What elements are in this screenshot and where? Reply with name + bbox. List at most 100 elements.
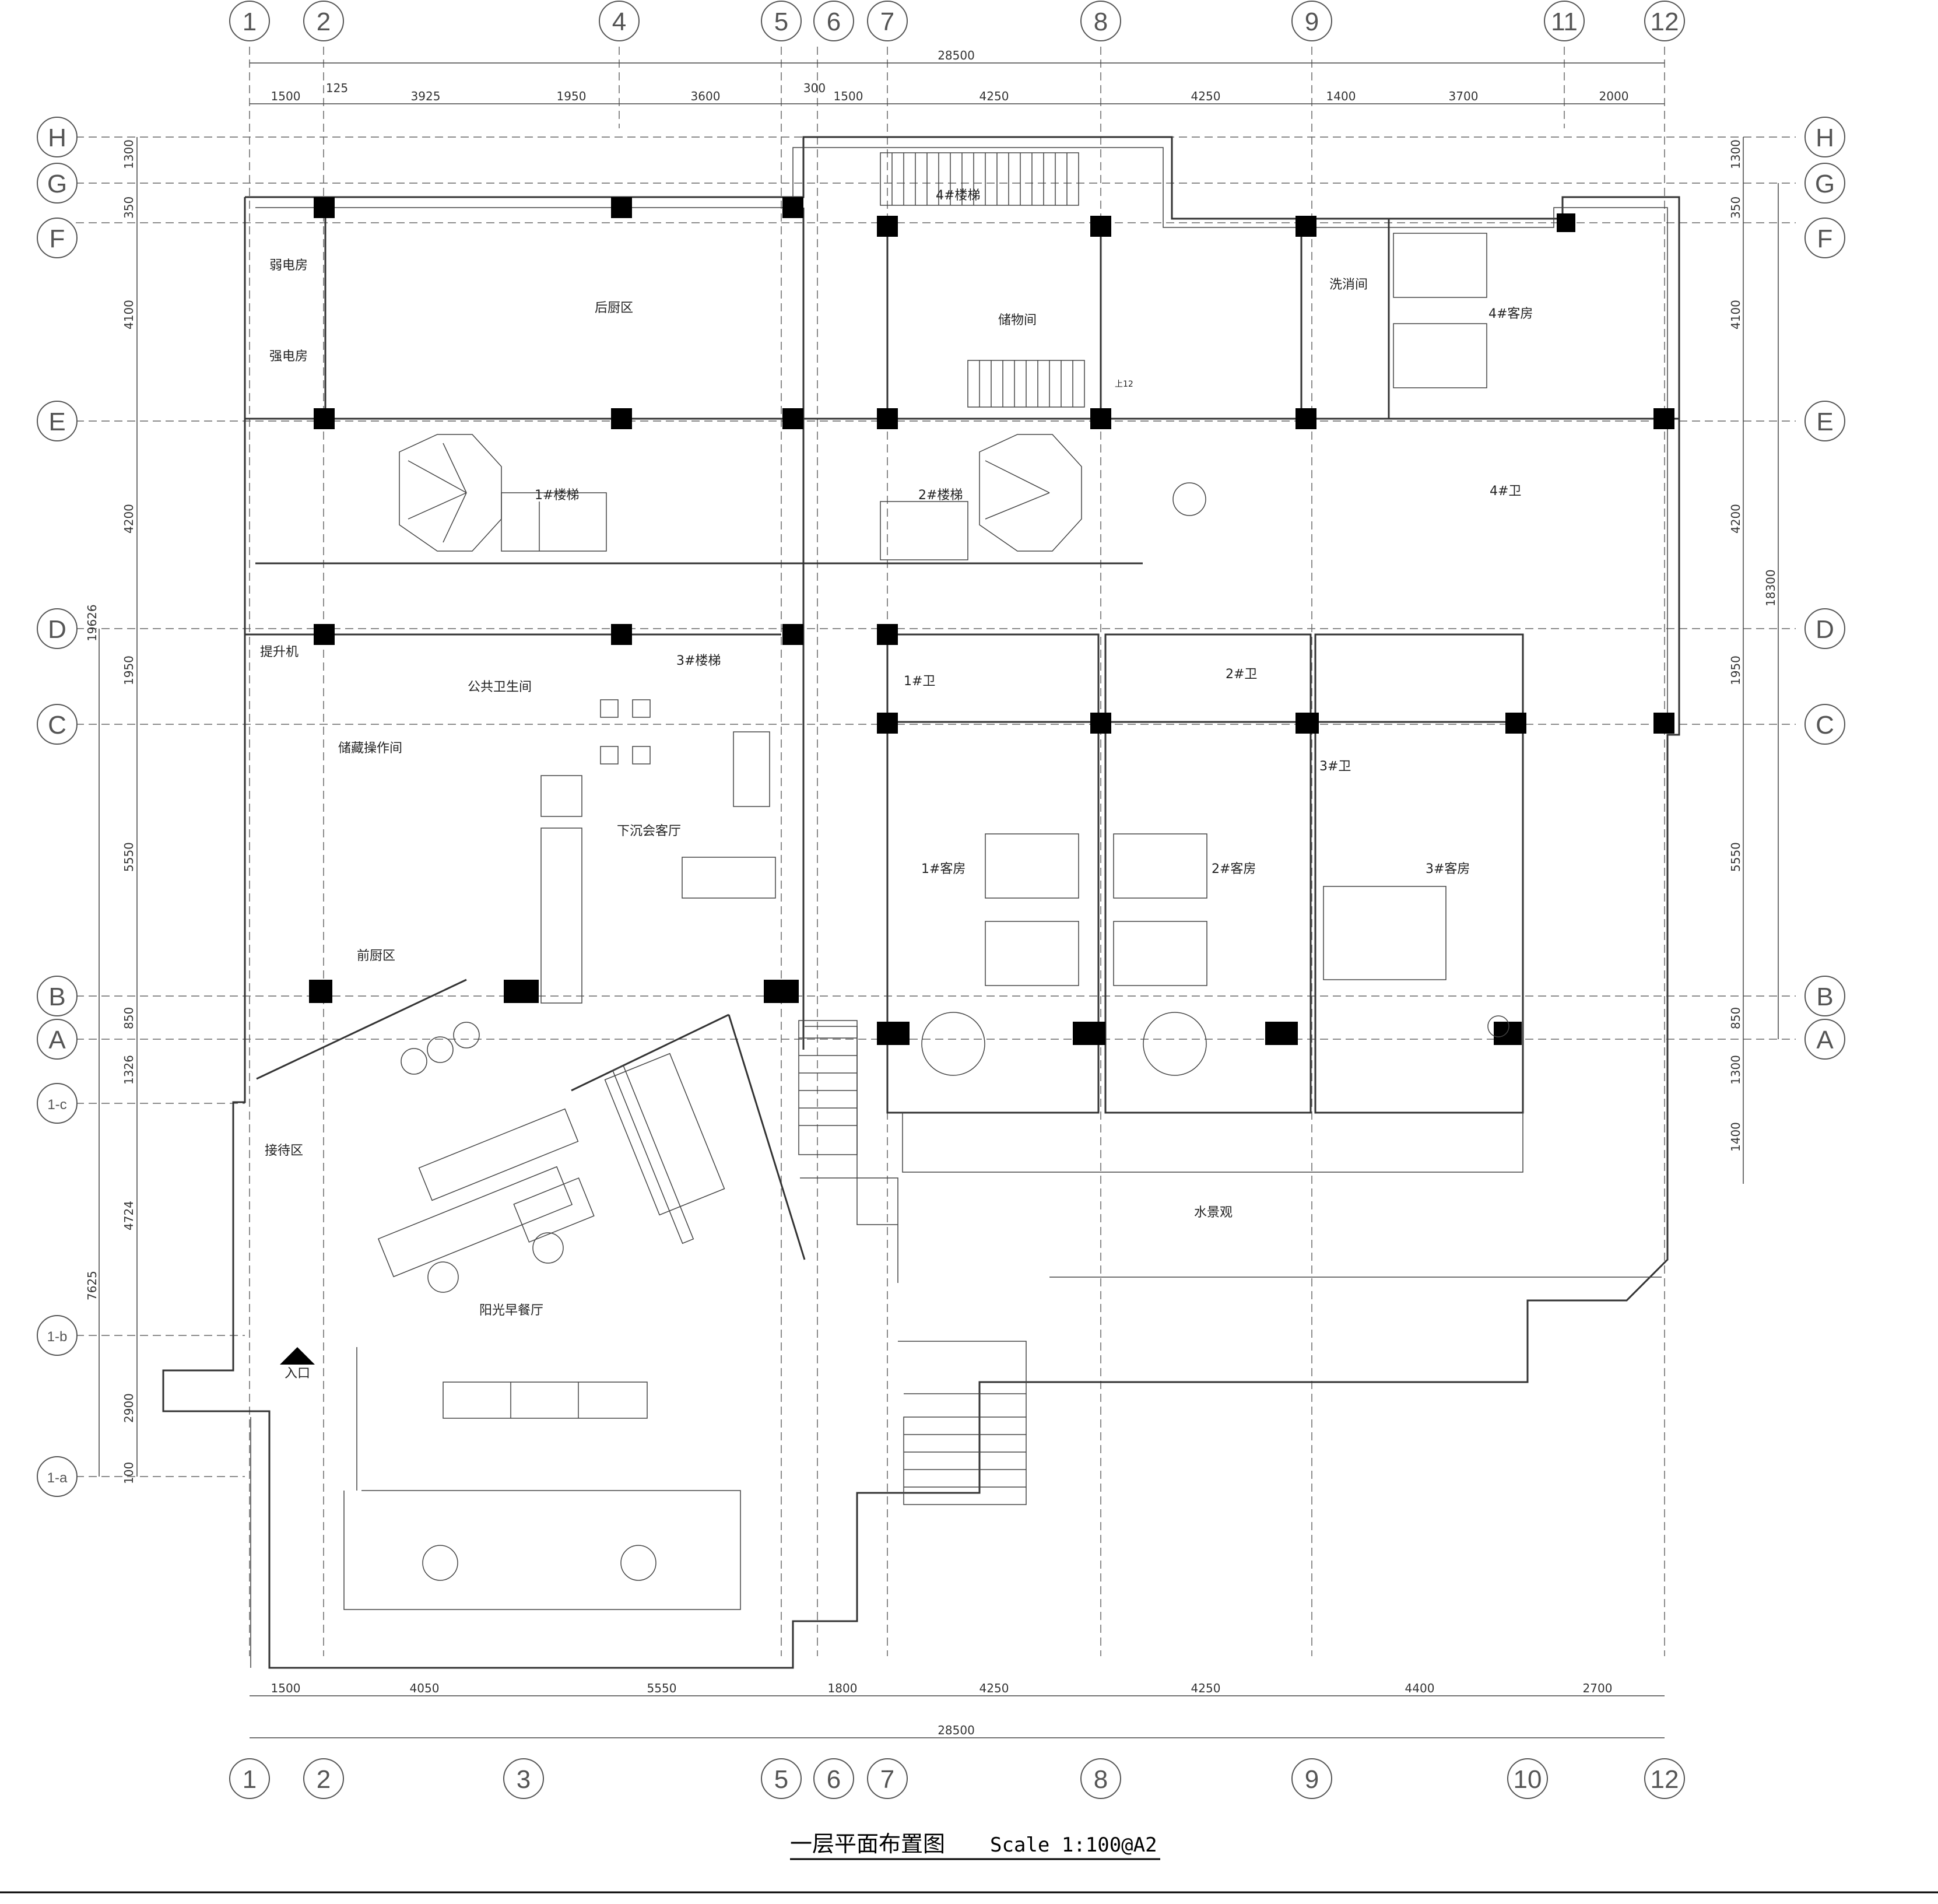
dimension: 4100 [1729,300,1743,329]
dimension: 3700 [1449,89,1479,103]
grid-label: 2 [317,8,331,36]
room-label-weak-current: 弱电房 [269,258,308,273]
dimension: 125 [326,81,348,95]
stair-2 [880,434,1082,560]
dimension: 350 [122,197,136,219]
grid-label: 4 [612,8,626,36]
dimension: 3600 [691,89,721,103]
grid-label: D [1816,615,1834,644]
dimension: 4250 [979,89,1009,103]
grid-label: 2 [317,1765,331,1794]
dimension: 1500 [271,89,301,103]
dimension: 1950 [1729,655,1743,685]
dimension: 19626 [85,604,99,641]
grid-label: D [48,615,66,644]
dimension: 4250 [979,1681,1009,1695]
building-walls [162,136,1680,1669]
dimension: 2000 [1599,89,1629,103]
grid-label: A [1816,1026,1834,1054]
grid-label: G [1815,170,1835,198]
grid-label: 7 [880,1765,894,1794]
grid-label: B [1816,983,1833,1011]
grid-label: C [48,711,66,739]
grid-label: 8 [1094,8,1108,36]
dimension: 7625 [85,1271,99,1300]
dimension: 5550 [122,842,136,872]
bar-chairs [604,1053,725,1244]
dimension: 4100 [122,300,136,329]
dimension: 300 [803,81,826,95]
room-label-water-feature: 水景观 [1194,1205,1233,1220]
grid-label: 1 [243,1765,257,1794]
stair-storage [967,360,1085,408]
grid-label: B [48,983,65,1011]
grid-label: 7 [880,8,894,36]
beds [985,233,1487,986]
dimension: 4250 [1191,1681,1221,1695]
grid-label: 5 [774,8,788,36]
grid-axis-bottom: 1 2 3 5 6 7 8 9 10 12 [229,1758,1685,1799]
grid-axis-left: H G F E D C B A 1-c 1-b 1-a [37,117,1796,1497]
round-tables [401,482,1509,1581]
room-labels: 弱电房 强电房 后厨区 4#楼梯 储物间 洗消间 4#客房 1#楼梯 2#楼梯 … [260,188,1533,1381]
room-label-guest-4: 4#客房 [1488,307,1533,321]
room-label-back-kitchen: 后厨区 [595,301,633,315]
room-label-bath-4: 4#卫 [1490,484,1521,499]
grid-label: 9 [1305,1765,1319,1794]
dimension: 5550 [647,1681,677,1695]
grid-label: E [1816,408,1833,436]
dimensions-top: 28500 1500 125 3925 1950 3600 300 1500 4… [250,48,1665,104]
dimension: 1800 [828,1681,858,1695]
dimension: 1500 [834,89,863,103]
grid-label: C [1816,711,1834,739]
stair-up-label: 上12 [1115,380,1133,389]
room-label-guest-3: 3#客房 [1426,862,1470,876]
dimension: 1300 [122,139,136,169]
room-label-storage-operation: 储藏操作间 [338,741,402,756]
room-label-sunken-lounge: 下沉会客厅 [617,824,681,839]
stair-4 [880,152,1079,206]
sun-room-sofas [377,1108,595,1278]
room-label-stair-3: 3#楼梯 [676,654,721,668]
grid-label: H [48,124,66,152]
grid-label: 1-b [47,1329,68,1345]
grid-label: G [47,170,67,198]
room-label-guest-2: 2#客房 [1212,862,1256,876]
dimension: 4200 [1729,504,1743,534]
dimension: 1400 [1326,89,1356,103]
grid-label: 5 [774,1765,788,1794]
room-label-bath-2: 2#卫 [1226,667,1257,682]
dimension: 1950 [122,655,136,685]
dimension: 1300 [1729,1055,1743,1085]
room-label-strong-current: 强电房 [269,349,308,364]
dimension-total-top: 28500 [938,48,975,62]
room-label-lift: 提升机 [260,645,299,660]
dimension: 1400 [1729,1122,1743,1152]
grid-axis-right: H G F E D C B A [1804,117,1845,1060]
stair-1 [399,434,607,552]
drawing-title-text: 一层平面布置图 [790,1831,945,1857]
room-label-public-wc: 公共卫生间 [468,680,532,695]
dimension: 4400 [1405,1681,1435,1695]
drawing-title: 一层平面布置图 Scale 1:100@A2 [790,1831,1160,1860]
room-label-stair-2: 2#楼梯 [918,488,963,503]
drawing-scale: Scale 1:100@A2 [990,1833,1157,1857]
dimension: 850 [122,1007,136,1029]
entrance-arrow-icon [280,1347,315,1365]
grid-label: 11 [1551,8,1578,36]
dimension: 4200 [122,504,136,534]
dimensions-bottom: 1500 4050 5550 1800 4250 4250 4400 2700 … [250,1681,1665,1738]
grid-label: 6 [827,1765,841,1794]
dimension: 4250 [1191,89,1221,103]
dimension: 3925 [411,89,441,103]
grid-label: E [48,408,65,436]
room-label-entrance: 入口 [285,1366,310,1381]
grid-label: 6 [827,8,841,36]
grid-axis-top: 1 2 4 5 6 7 8 9 11 12 [229,1,1685,1656]
grid-label: F [1817,225,1833,253]
grid-label: 3 [517,1765,531,1794]
grid-label: 12 [1651,1765,1679,1794]
grid-label: 12 [1651,8,1679,36]
room-label-stair-4: 4#楼梯 [936,188,980,203]
dimension: 4050 [410,1681,440,1695]
